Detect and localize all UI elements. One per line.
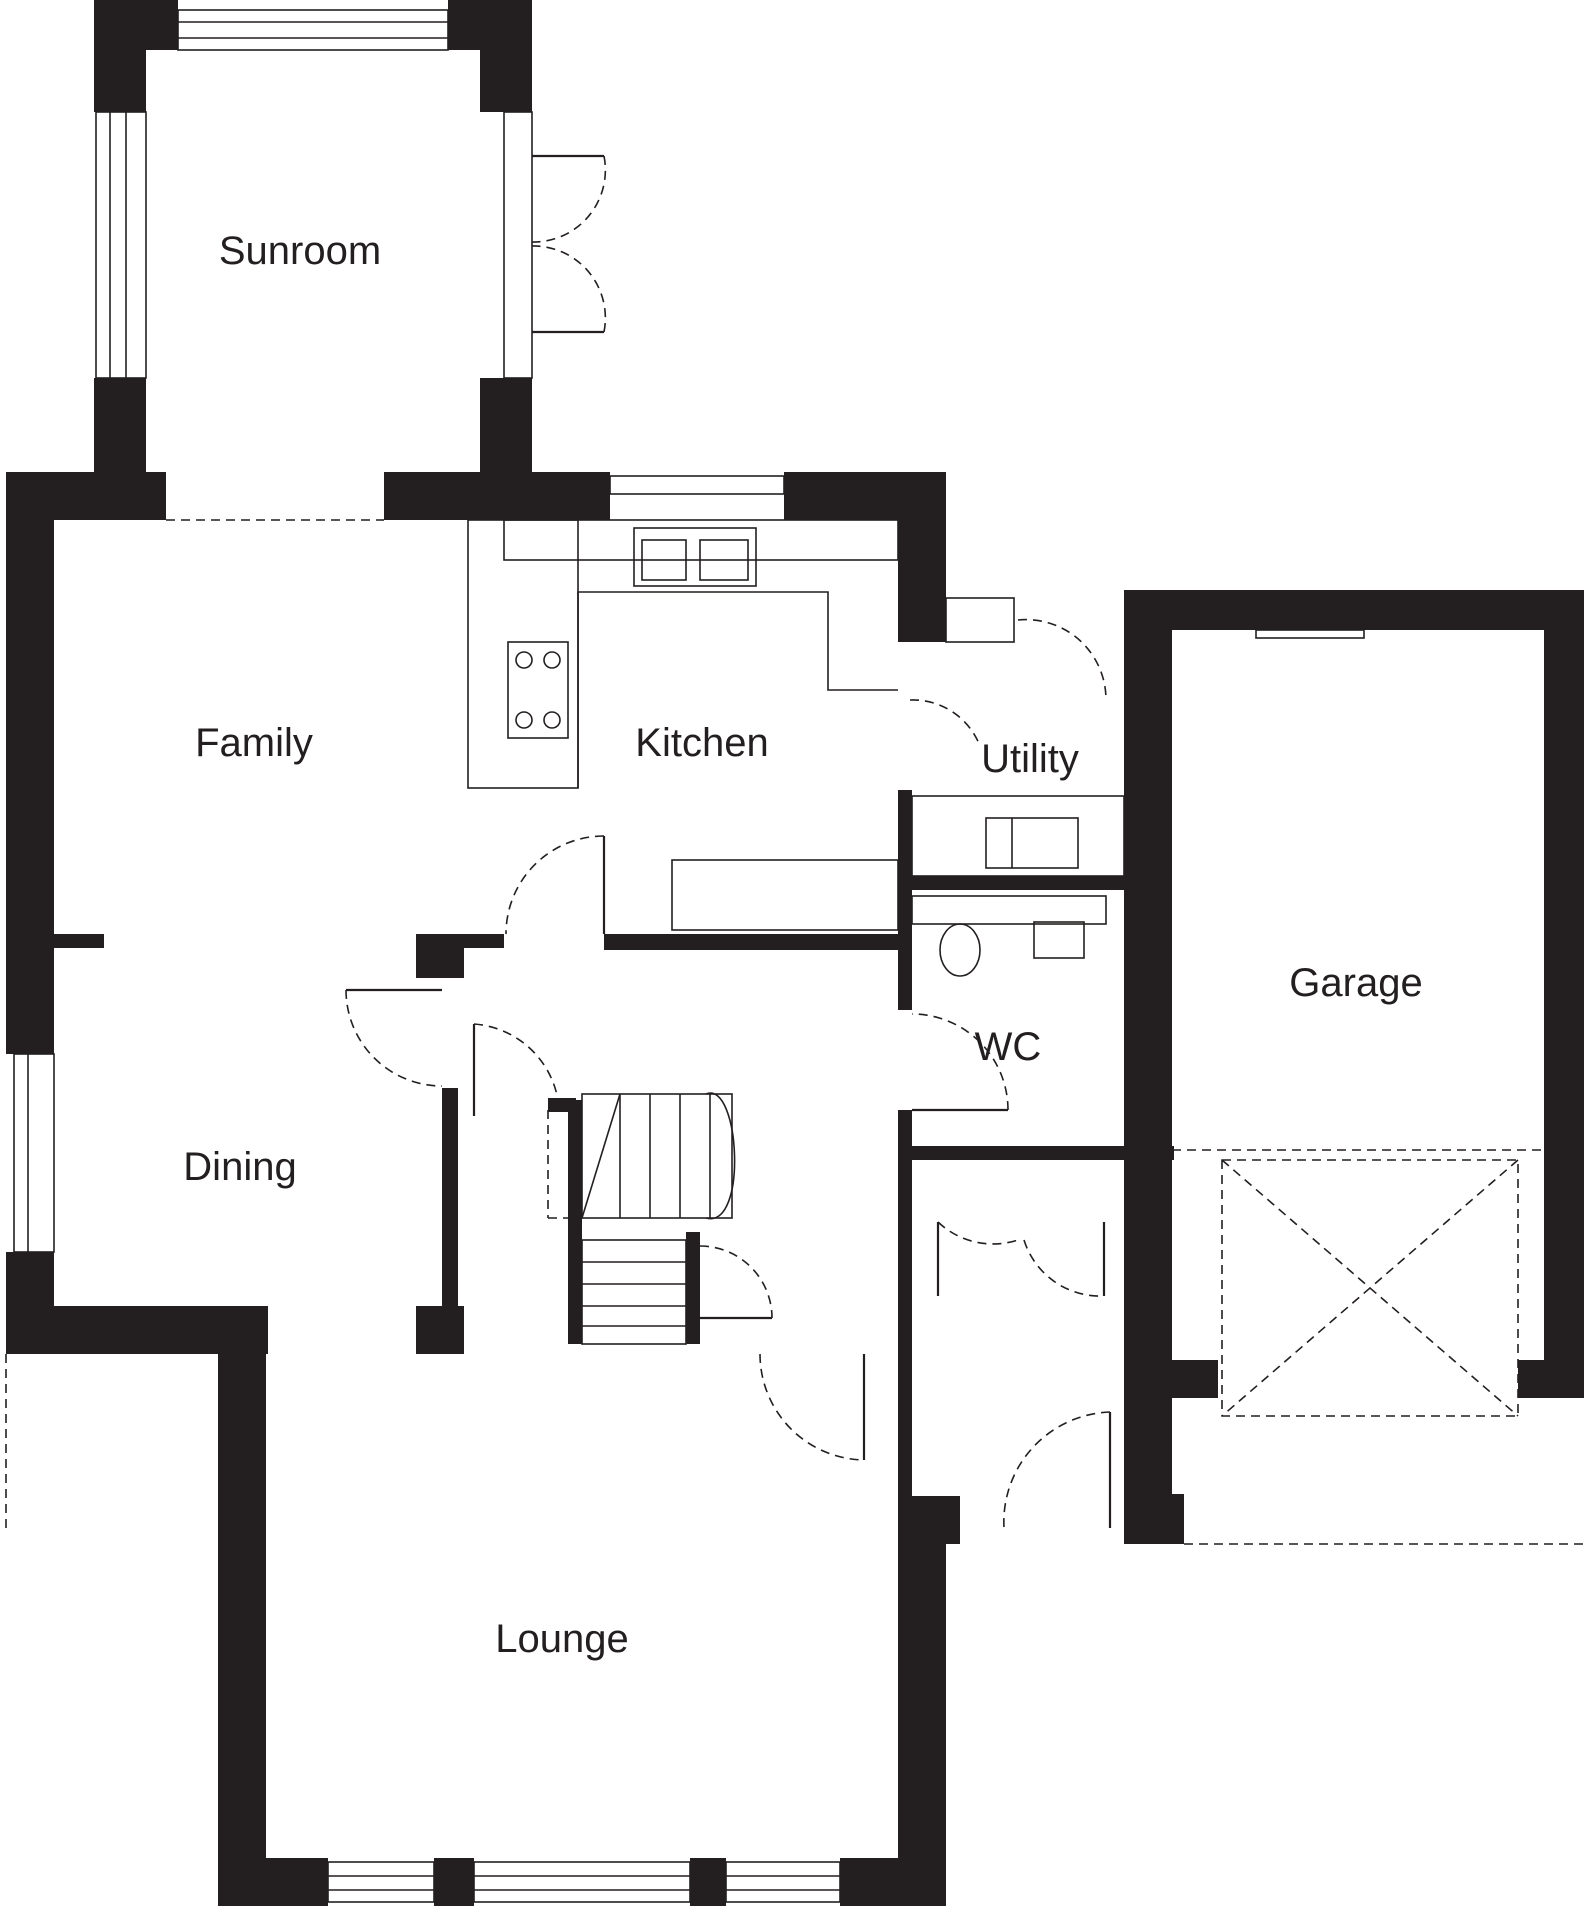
lounge-walls xyxy=(5,1354,960,1906)
hall-doors xyxy=(345,835,1112,1529)
sunroom-windows xyxy=(95,9,533,379)
wc-fixtures xyxy=(911,895,1107,1112)
room-label-lounge: Lounge xyxy=(495,1617,628,1661)
kitchen-units xyxy=(467,519,899,931)
stairs xyxy=(547,1092,736,1345)
outer-walls xyxy=(6,472,946,1354)
room-label-garage: Garage xyxy=(1289,961,1422,1005)
room-label-wc: WC xyxy=(975,1025,1042,1069)
garage xyxy=(1124,590,1584,1545)
house-windows xyxy=(13,475,1015,1253)
utility-fixtures xyxy=(909,618,1125,877)
interior-walls xyxy=(54,592,1174,1544)
room-label-dining: Dining xyxy=(183,1145,296,1189)
sunroom-french-doors xyxy=(531,154,607,334)
room-label-family: Family xyxy=(195,721,313,765)
room-label-kitchen: Kitchen xyxy=(635,721,768,765)
room-label-sunroom: Sunroom xyxy=(219,229,381,273)
room-label-utility: Utility xyxy=(981,737,1079,781)
sunroom-walls xyxy=(94,0,532,488)
